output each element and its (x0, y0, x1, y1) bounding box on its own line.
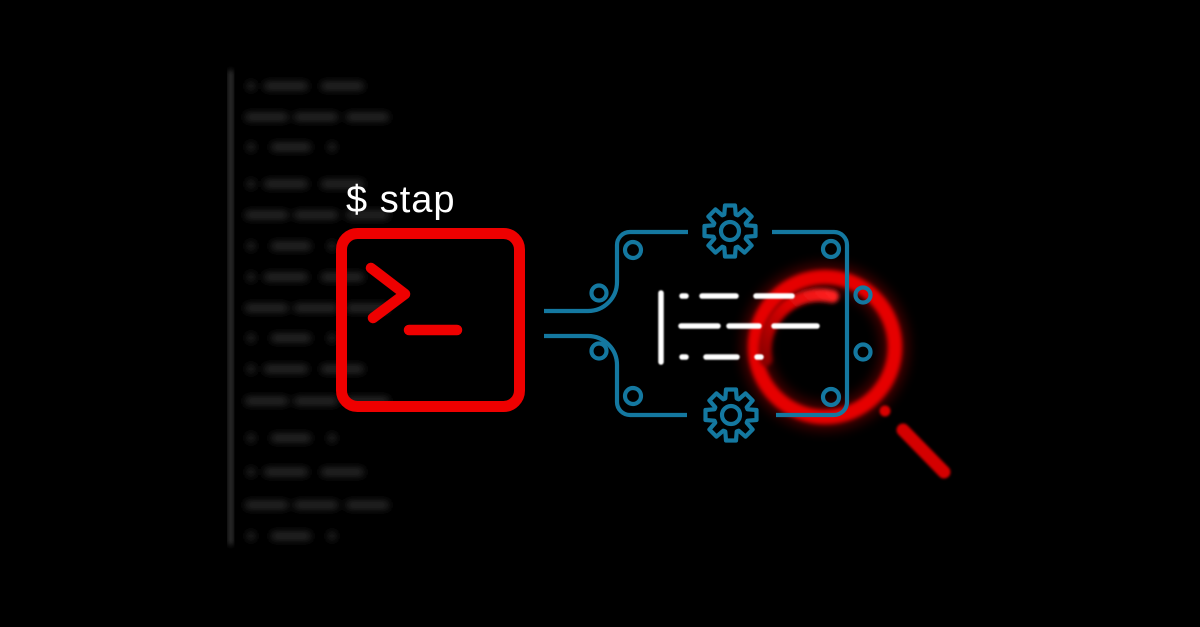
blurred-code-dash (271, 532, 311, 540)
blurred-code-dash (321, 82, 364, 90)
screw-hole (622, 385, 644, 407)
blurred-code-dash (247, 180, 255, 188)
blurred-code-dash (294, 113, 338, 121)
blurred-code-dash (245, 211, 288, 219)
terminal-icon (336, 228, 525, 412)
blurred-code-dash (247, 273, 255, 281)
magnifier-handle-dot (879, 405, 891, 417)
screw-hole (622, 239, 644, 261)
connector-pad (589, 283, 609, 303)
screw-hole (820, 238, 842, 260)
blurred-code-dash (247, 365, 255, 373)
blurred-code-dash (321, 468, 364, 476)
blurred-code-dash (247, 434, 255, 442)
blurred-code-dash (294, 501, 338, 509)
blurred-code-dash (271, 334, 311, 342)
blurred-code-dash (245, 113, 288, 121)
blurred-code-dash (294, 304, 338, 312)
blurred-code-dash (264, 365, 308, 373)
blurred-code-dash (346, 113, 389, 121)
blurred-code-dash (264, 468, 308, 476)
blurred-code-dash (245, 397, 288, 405)
blurred-code-dash (271, 143, 311, 151)
magnifier-icon (741, 263, 951, 479)
blurred-code-dash (328, 334, 336, 342)
blurred-code-dash (247, 468, 255, 476)
board-outline-and-wires (544, 229, 850, 418)
magnifier-highlight-arc (758, 288, 839, 367)
blurred-code-dash (245, 304, 288, 312)
gear-icon-top (702, 203, 758, 259)
prompt-chevron-icon (365, 262, 411, 324)
blurred-code-dash (328, 143, 336, 151)
blurred-code-dash (247, 532, 255, 540)
connector-pad (853, 342, 873, 362)
blurred-code-dash (264, 180, 308, 188)
gear-icon-bottom (703, 387, 759, 443)
circuit-board (544, 203, 873, 443)
blurred-code-dash (271, 242, 311, 250)
blurred-code-dash (247, 143, 255, 151)
code-gutter-bar (228, 70, 233, 545)
connector-pad (589, 341, 609, 361)
blurred-code-dash (328, 532, 336, 540)
blurred-code-dash (294, 211, 338, 219)
blurred-code-dash (245, 501, 288, 509)
blurred-code-dash (321, 180, 364, 188)
command-label: $ stap (346, 179, 456, 221)
code-lines-background (245, 82, 389, 540)
blurred-code-dash (328, 434, 336, 442)
terminal-window (336, 228, 525, 412)
blurred-code-dash (247, 82, 255, 90)
blurred-code-dash (328, 242, 336, 250)
blurred-code-dash (271, 434, 311, 442)
screw-hole (820, 386, 842, 408)
blurred-code-dash (346, 211, 389, 219)
blurred-code-dash (294, 397, 338, 405)
connector-pad (853, 285, 873, 305)
blurred-code-dash (346, 501, 389, 509)
blurred-code-dash (247, 242, 255, 250)
magnifier-handle (896, 423, 951, 479)
code-listing (658, 290, 820, 365)
blurred-code-dash (264, 273, 308, 281)
blurred-code-dash (264, 82, 308, 90)
blurred-code-dash (247, 334, 255, 342)
